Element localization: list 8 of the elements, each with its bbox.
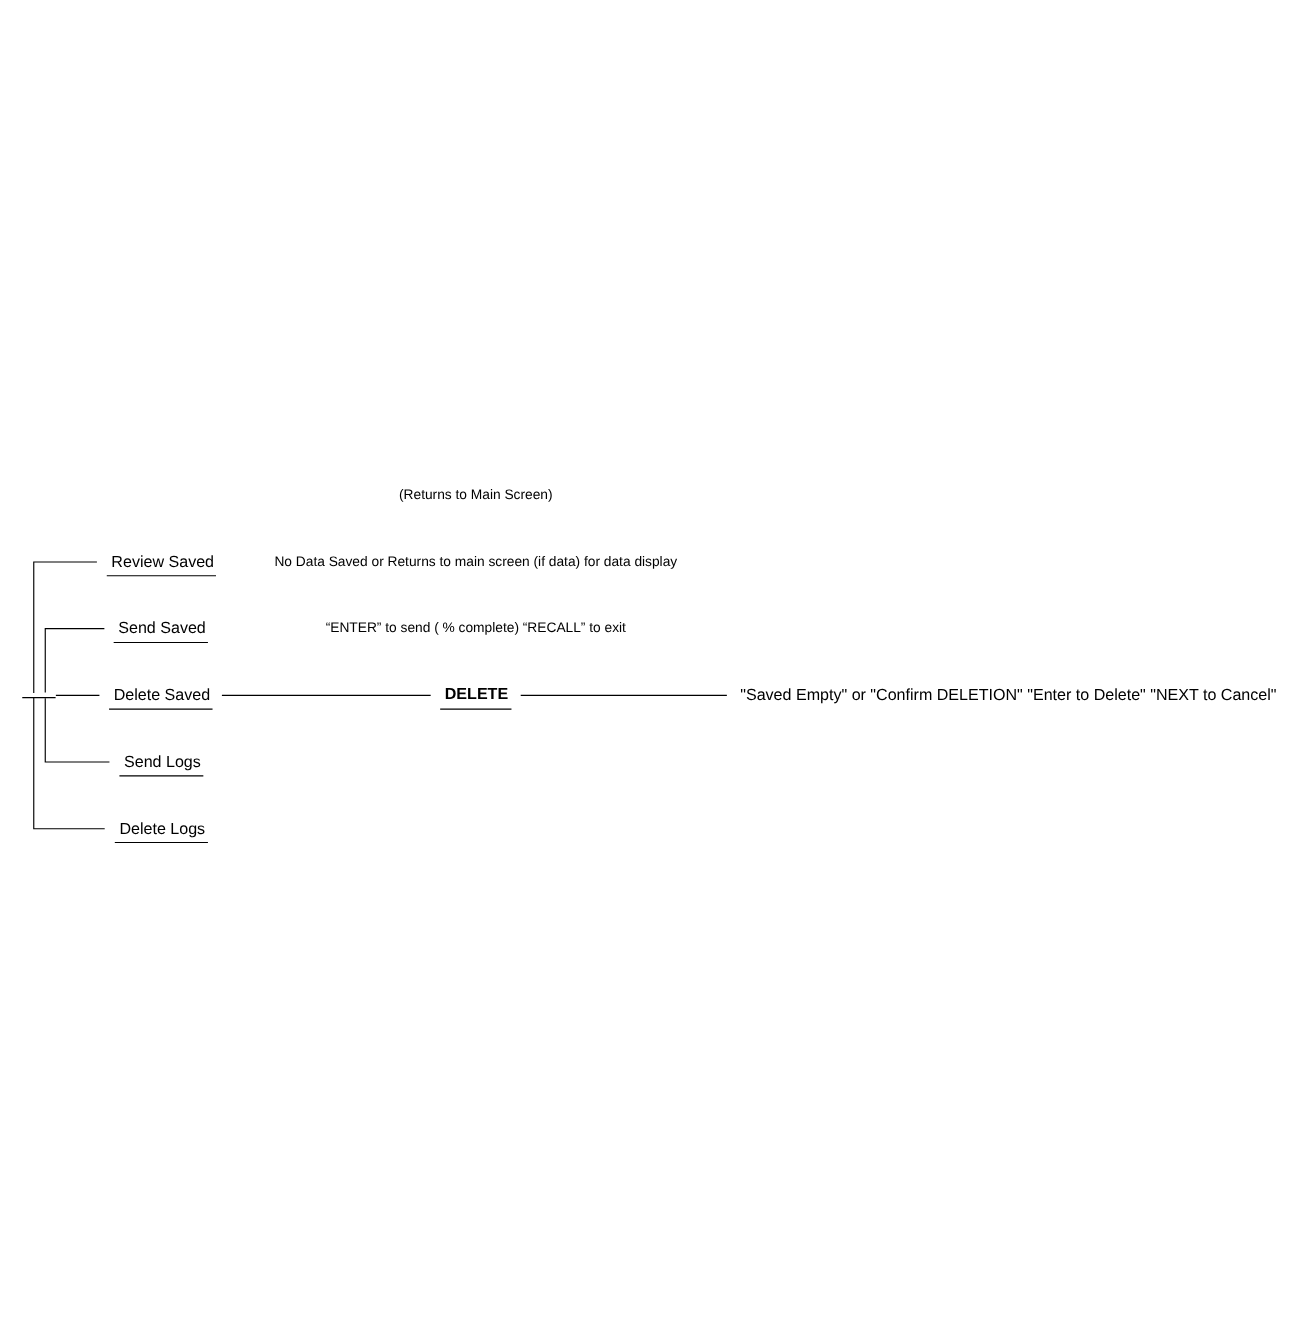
connector [520,693,728,695]
connector [33,696,106,829]
connector [44,627,105,693]
connector [33,560,98,693]
node-bar [21,696,57,698]
connector [44,696,111,762]
connector [221,693,432,695]
connector [55,693,100,695]
